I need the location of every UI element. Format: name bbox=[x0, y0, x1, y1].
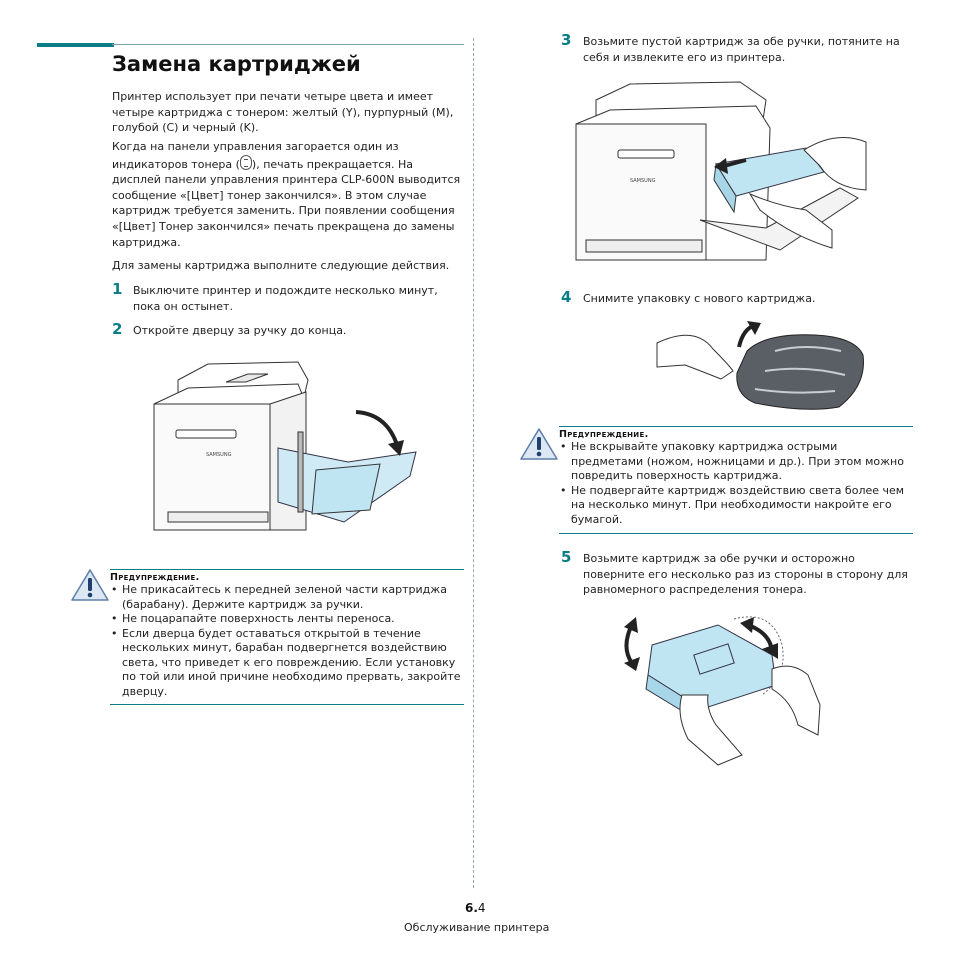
step-1-number: 1 bbox=[112, 280, 123, 298]
printer-brand-label-2: SAMSUNG bbox=[630, 178, 656, 184]
warning-1-title: Предупреждение. bbox=[110, 572, 200, 583]
warning-2-list: Не вскрывайте упаковку картриджа острыми… bbox=[559, 440, 913, 527]
step-4-text: Снимите упаковку с нового картриджа. bbox=[583, 292, 816, 305]
warning-2-title-text: Предупреждение bbox=[559, 429, 645, 440]
column-divider bbox=[473, 38, 474, 888]
warning-1-item: Не прикасайтесь к передней зеленой части… bbox=[110, 583, 464, 612]
unwrap-cartridge-illustration bbox=[656, 321, 864, 410]
warning-icon bbox=[71, 569, 109, 601]
rock-cartridge-illustration bbox=[624, 616, 821, 766]
step-1-text: Выключите принтер и подождите несколько … bbox=[133, 284, 438, 313]
cartridge-removal-illustration: SAMSUNG bbox=[575, 81, 867, 261]
step-4-number: 4 bbox=[561, 288, 572, 306]
step-2-text: Откройте дверцу за ручку до конца. bbox=[133, 324, 347, 337]
warning-2-item: Не вскрывайте упаковку картриджа острыми… bbox=[559, 440, 913, 484]
intro-paragraph-3: Для замены картриджа выполните следующие… bbox=[112, 259, 450, 272]
intro-paragraph-2: Когда на панели управления загорается од… bbox=[112, 139, 464, 250]
page-number: 6.4 bbox=[465, 901, 486, 915]
header-rule bbox=[112, 44, 464, 45]
warning-2-title: Предупреждение. bbox=[559, 429, 649, 440]
step-3-number: 3 bbox=[561, 31, 572, 49]
step-5-number: 5 bbox=[561, 548, 572, 566]
page-title: Замена картриджей bbox=[112, 52, 361, 76]
warning-1-item: Если дверца будет оставаться открытой в … bbox=[110, 627, 464, 700]
warning-1-list: Не прикасайтесь к передней зеленой части… bbox=[110, 583, 464, 699]
warning-icon bbox=[520, 428, 558, 460]
warning-1-item: Не поцарапайте поверхность ленты перенос… bbox=[110, 612, 464, 627]
page-index: 4 bbox=[477, 901, 486, 915]
warning-1-title-text: Предупреждение bbox=[110, 572, 196, 583]
intro-paragraph-2-end: ), печать прекращается. На дисплей панел… bbox=[112, 157, 461, 249]
header-accent-bar bbox=[37, 43, 114, 47]
intro-paragraph-1: Принтер использует при печати четыре цве… bbox=[112, 90, 454, 135]
toner-indicator-icon bbox=[239, 154, 252, 170]
printer-open-door-illustration: SAMSUNG bbox=[153, 361, 417, 531]
printer-brand-label-1: SAMSUNG bbox=[206, 452, 232, 458]
warning-box-2: Предупреждение. Не вскрывайте упаковку к… bbox=[559, 426, 913, 534]
warning-box-1: Предупреждение. Не прикасайтесь к передн… bbox=[110, 569, 464, 705]
step-5-text: Возьмите картридж за обе ручки и осторож… bbox=[583, 552, 908, 597]
warning-2-item: Не подвергайте картридж воздействию свет… bbox=[559, 484, 913, 528]
footer-section-title: Обслуживание принтера bbox=[404, 921, 550, 934]
chapter-number: 6. bbox=[465, 901, 478, 915]
step-3-text: Возьмите пустой картридж за обе ручки, п… bbox=[583, 35, 900, 64]
step-2-number: 2 bbox=[112, 320, 123, 338]
intro-paragraph-2-start: Когда на панели управления загорается од… bbox=[112, 140, 399, 171]
